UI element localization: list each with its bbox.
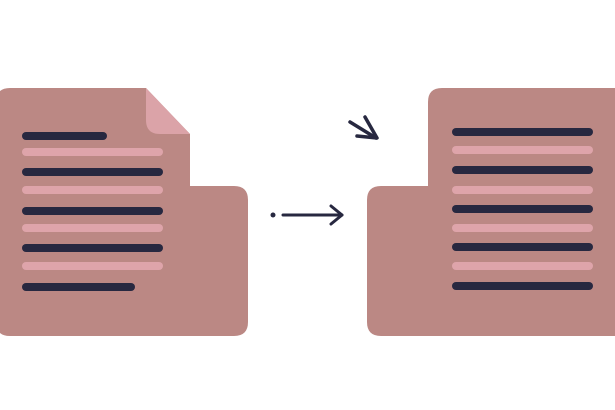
connector-arrowhead-icon: [329, 204, 344, 226]
folded-corner-icon: [146, 88, 190, 134]
connector-start-dot: [270, 212, 276, 218]
source-text-lines: [22, 132, 163, 291]
target-document: [367, 88, 615, 336]
source-document: [0, 88, 248, 336]
diagonal-arrow-icon: [348, 115, 379, 140]
connector-arrow: [270, 204, 344, 226]
target-text-lines: [452, 128, 593, 290]
